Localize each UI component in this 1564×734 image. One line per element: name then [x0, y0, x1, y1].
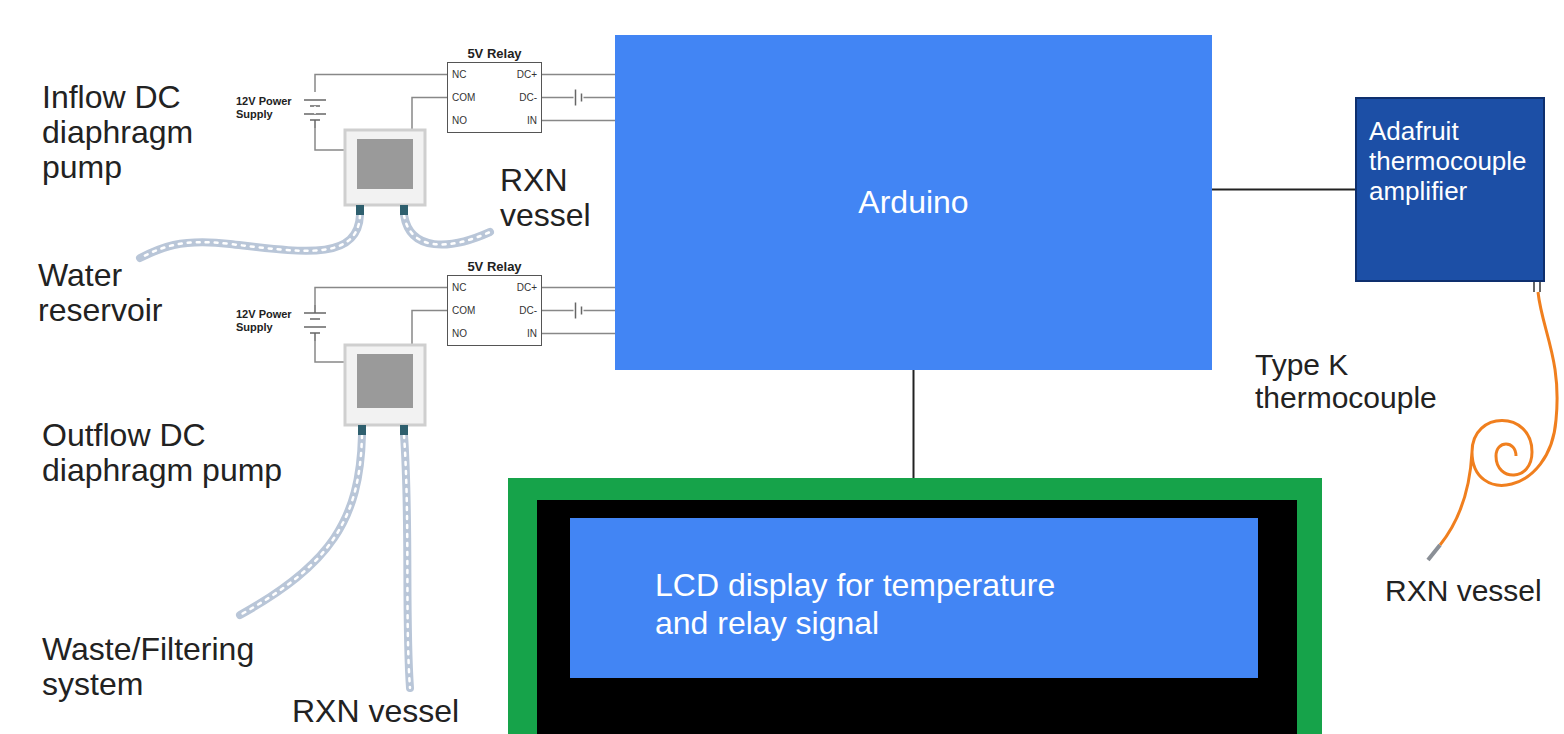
supply-wire [315, 128, 345, 150]
battery-symbol [574, 302, 584, 320]
part-label: Type K thermocouple [1255, 348, 1455, 414]
node-text: NO [452, 109, 495, 132]
battery-symbol [310, 318, 320, 320]
pump-port [400, 425, 408, 435]
signal-wire [542, 287, 615, 289]
battery-symbol [574, 89, 584, 107]
label-slot: RXN vessel [292, 694, 532, 729]
pump-port [400, 205, 408, 215]
node-text: COM [452, 299, 495, 322]
battery-lead [314, 120, 316, 128]
com-wire [412, 98, 447, 131]
node-text: COM [452, 86, 495, 109]
battery-plate [581, 307, 583, 315]
relay-module: 5V RelayNCDC+COMDC-NOIN [447, 45, 542, 133]
connector-line [1212, 189, 1355, 191]
relay-board: NCDC+COMDC-NOIN [447, 62, 542, 133]
node-text: NC [452, 63, 495, 86]
battery-gap [314, 106, 316, 114]
hose-texture [140, 215, 360, 258]
part-label: RXN vessel [292, 694, 532, 729]
signal-wire [542, 333, 615, 335]
supply-wire [315, 341, 345, 362]
part-label: Waste/Filtering system [42, 632, 342, 702]
relay-header: 5V Relay [447, 258, 542, 275]
node-text: 5V Relay [447, 258, 542, 275]
amp-pin [1539, 282, 1541, 292]
label-slot: RXN vessel [1385, 574, 1557, 607]
node-text: DC+ [495, 276, 538, 299]
part-label: RXN vessel [1385, 574, 1557, 607]
signal-wire [542, 74, 615, 76]
pump-face [357, 139, 413, 189]
node-text: NO [452, 322, 495, 345]
com-wire [412, 311, 447, 346]
node-text: 5V Relay [447, 45, 542, 62]
label-slot: Waste/Filtering system [42, 632, 342, 702]
pump-port [356, 205, 364, 215]
label-slot: Inflow DC diaphragm pump [42, 80, 217, 186]
amp-pin [1533, 282, 1535, 292]
supply-label: 12V Power Supply [236, 308, 298, 334]
battery-plate [575, 303, 577, 319]
relay-board: NCDC+COMDC-NOIN [447, 275, 542, 346]
node-text: DC- [495, 86, 538, 109]
supply-label: 12V Power Supply [236, 95, 298, 121]
hose-texture [404, 435, 410, 688]
hose-texture [404, 215, 490, 245]
battery-lead [314, 305, 316, 313]
battery-gap [574, 89, 584, 107]
controller-board: Arduino [615, 35, 1212, 370]
label-slot: RXN vessel [500, 163, 610, 233]
node-text: IN [495, 322, 538, 345]
node-text: DC+ [495, 63, 538, 86]
battery-symbol [304, 99, 326, 101]
battery-plate [575, 90, 577, 106]
node-text: Arduino [858, 184, 968, 221]
part-label: RXN vessel [500, 163, 610, 233]
lcd-display: LCD display for temperature and relay si… [508, 478, 1322, 734]
label-slot: Water reservoir [38, 258, 238, 328]
battery-plate [581, 94, 583, 102]
pump-face [357, 354, 413, 408]
node-text: IN [495, 109, 538, 132]
hose [404, 215, 490, 245]
node-text: DC- [495, 299, 538, 322]
thermocouple-wire [1440, 292, 1557, 545]
pump-body [345, 130, 425, 205]
label-slot: 12V Power Supply [236, 95, 298, 121]
node-text: Adafruit thermocouple amplifier [1369, 117, 1533, 207]
node-text: LCD display for temperature and relay si… [655, 566, 1085, 643]
supply-wire [315, 75, 447, 93]
part-label: Inflow DC diaphragm pump [42, 80, 217, 186]
part-label: Outflow DC diaphragm pump [42, 418, 302, 488]
supply-wire [315, 288, 447, 306]
node-text: NC [452, 276, 495, 299]
thermocouple-tip [1428, 545, 1440, 560]
hose [404, 435, 410, 688]
pump-body [345, 345, 425, 425]
label-slot: Outflow DC diaphragm pump [42, 418, 302, 488]
label-slot: Type K thermocouple [1255, 348, 1455, 414]
pump-port [358, 425, 366, 435]
connector-line [913, 370, 915, 478]
amplifier-board: Adafruit thermocouple amplifier [1355, 97, 1545, 282]
lcd-screen: LCD display for temperature and relay si… [570, 518, 1258, 678]
signal-wire [542, 120, 615, 122]
part-label: Water reservoir [38, 258, 238, 328]
battery-gap [574, 302, 584, 320]
relay-module: 5V RelayNCDC+COMDC-NOIN [447, 258, 542, 346]
relay-header: 5V Relay [447, 45, 542, 62]
hose [140, 215, 360, 258]
battery-lead [314, 333, 316, 341]
battery-symbol [304, 326, 326, 328]
label-slot: 12V Power Supply [236, 308, 298, 334]
